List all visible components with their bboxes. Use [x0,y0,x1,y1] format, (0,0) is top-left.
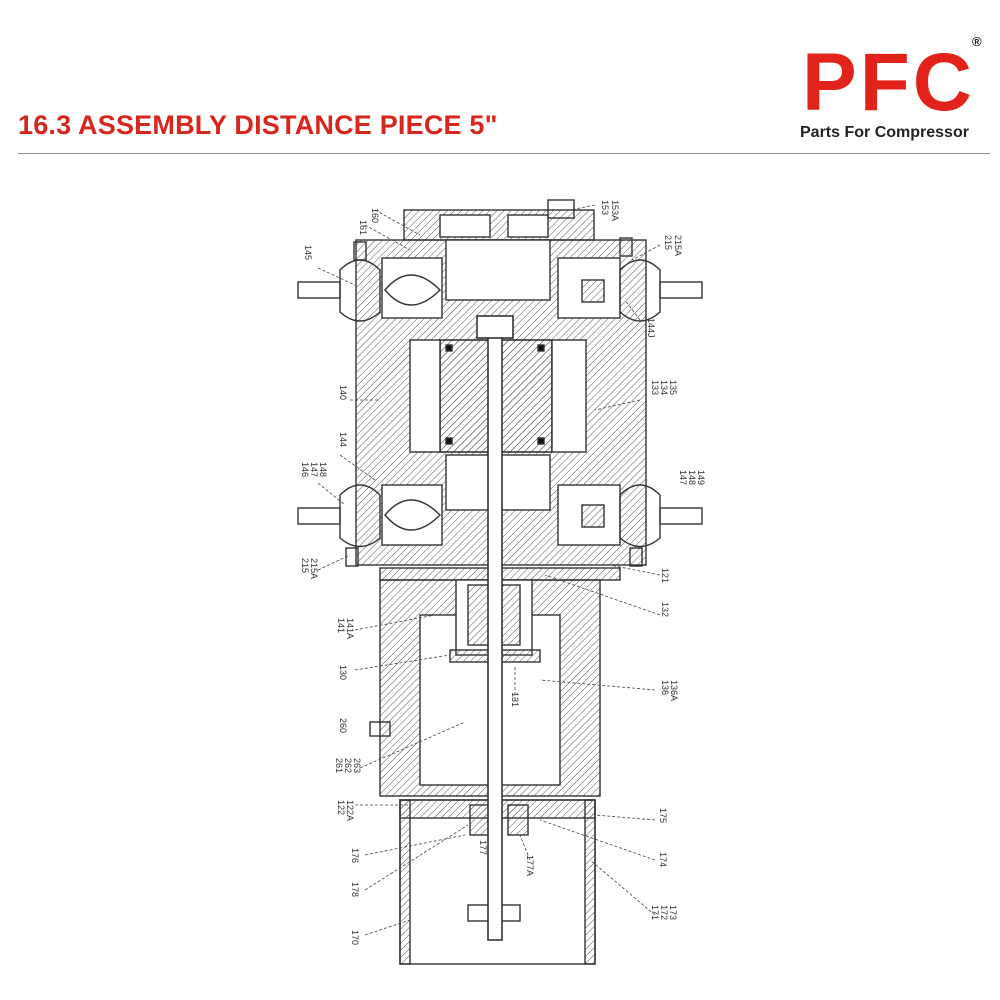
nut-upper-left [297,281,341,299]
callout-262: 262 [343,758,353,773]
callout-140: 140 [338,385,348,400]
callout-133: 133 [650,380,660,395]
callout-136A: 136A [669,680,679,701]
callout-177A: 177A [525,855,535,876]
callout-134: 134 [659,380,669,395]
callout-144: 144 [338,432,348,447]
callout-147: 147 [309,462,319,477]
callout-146: 146 [300,462,310,477]
callout-148-right: 148 [687,470,697,485]
callout-135: 135 [668,380,678,395]
callout-174: 174 [658,852,668,867]
callout-141A: 141A [345,618,355,639]
callout-132: 132 [660,602,670,617]
callout-148: 148 [318,462,328,477]
callout-130: 130 [338,665,348,680]
callout-141: 141 [336,618,346,633]
callout-171: 171 [650,905,660,920]
leader-lines [317,204,661,936]
callout-215A: 215A [673,235,683,256]
callout-153A: 153A [610,200,620,221]
nut-upper-right [659,281,703,299]
callout-145: 145 [303,245,313,260]
callout-147-right: 147 [678,470,688,485]
callout-122A: 122A [345,800,355,821]
nut-lower-right [659,507,703,525]
callout-215: 215 [663,235,673,250]
page-title: 16.3 ASSEMBLY DISTANCE PIECE 5" [18,110,498,140]
callout-160: 160 [370,208,380,223]
registered-mark: ® [972,34,982,49]
callout-176: 176 [350,848,360,863]
callout-260: 260 [338,718,348,733]
callout-144J: 144J [646,318,656,338]
callout-121: 121 [660,568,670,583]
callout-153: 153 [600,200,610,215]
header-divider [18,153,990,154]
callout-215A-lower: 215A [309,558,319,579]
callout-136: 136 [660,680,670,695]
top-cap [403,209,595,241]
logo-mark: PFC [802,37,975,128]
callout-172: 172 [659,905,669,920]
callout-173: 173 [668,905,678,920]
drawing-linework [297,199,703,965]
callout-161: 161 [358,220,368,235]
callout-170: 170 [350,930,360,945]
piston-rod [487,319,503,941]
callout-labels: 160 161 153 153A 145 215 215A 144J 140 1… [300,200,706,945]
callout-177: 177 [478,840,488,855]
callout-131: 131 [510,692,520,707]
callout-261: 261 [334,758,344,773]
callout-149: 149 [696,470,706,485]
callout-263: 263 [352,758,362,773]
nut-lower-left [297,507,341,525]
callout-175: 175 [658,808,668,823]
logo-tagline: Parts For Compressor [800,124,969,141]
callout-122: 122 [336,800,346,815]
callout-178: 178 [350,882,360,897]
callout-215-lower: 215 [300,558,310,573]
valve-lower-left [381,484,443,546]
valve-upper-left [381,257,443,319]
